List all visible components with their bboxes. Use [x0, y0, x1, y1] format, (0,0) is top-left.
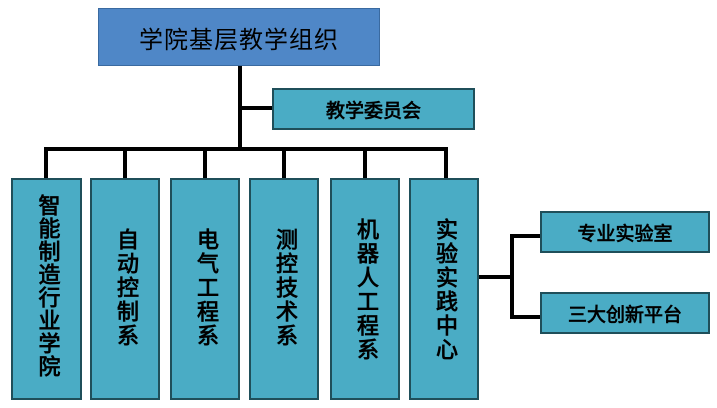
- root-node: 学院基层教学组织: [98, 8, 380, 66]
- department-node-industry-college: 智能制造行业学院: [11, 178, 82, 400]
- lab-child-label: 三大创新平台: [567, 303, 682, 326]
- department-node-lab-center: 实验实践中心: [409, 178, 479, 400]
- department-label: 电气工程系: [193, 228, 218, 348]
- committee-node: 教学委员会: [272, 88, 475, 130]
- department-label: 智能制造行业学院: [34, 194, 60, 378]
- department-label: 测控技术系: [272, 228, 297, 348]
- department-node-measurement: 测控技术系: [249, 178, 319, 400]
- committee-label: 教学委员会: [325, 99, 421, 122]
- root-label: 学院基层教学组织: [139, 25, 339, 54]
- department-node-automation: 自动控制系: [90, 178, 160, 400]
- department-label: 实验实践中心: [432, 218, 457, 362]
- department-node-robotics: 机器人工程系: [330, 178, 400, 400]
- department-node-electrical: 电气工程系: [170, 178, 240, 400]
- lab-child-label: 专业实验室: [577, 222, 673, 245]
- department-label: 机器人工程系: [353, 218, 378, 362]
- lab-child-professional-labs: 专业实验室: [540, 211, 710, 253]
- lab-child-innovation-platforms: 三大创新平台: [540, 292, 710, 334]
- department-label: 自动控制系: [113, 228, 138, 348]
